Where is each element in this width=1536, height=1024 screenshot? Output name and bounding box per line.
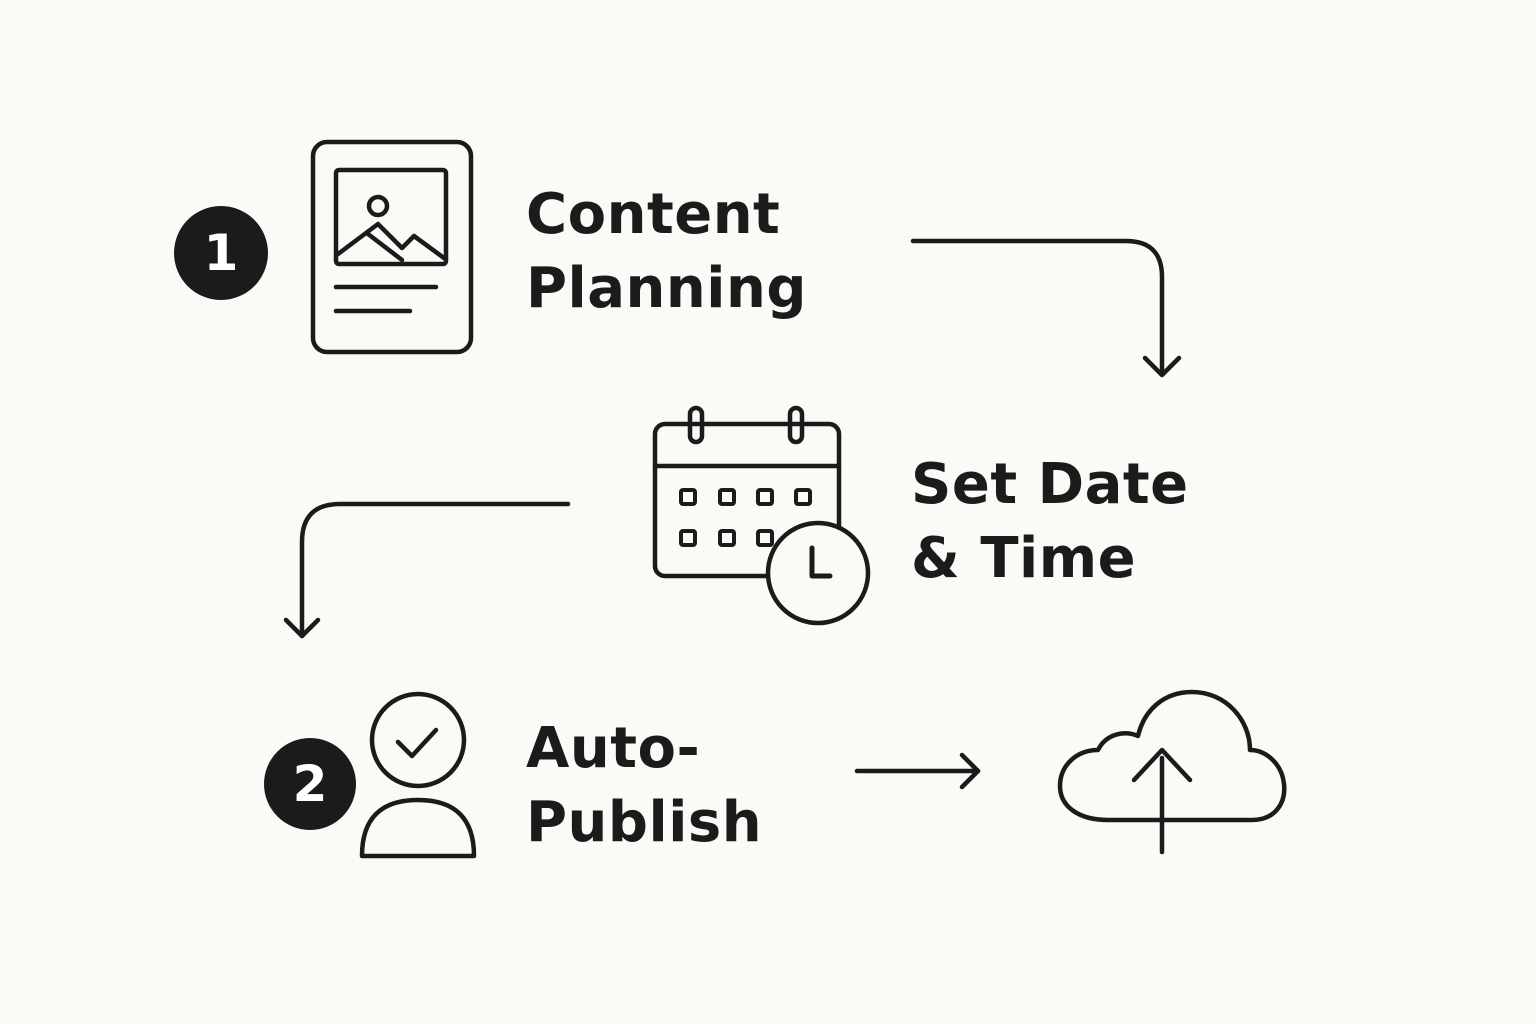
arrowhead-down-right-icon	[1142, 355, 1182, 378]
step-badge-2: 2	[264, 738, 356, 830]
step-label-line: & Time	[911, 526, 1137, 591]
step-label-line: Publish	[526, 790, 763, 855]
arrowhead-down-left-icon	[283, 617, 321, 639]
step-label-content-planning: Content Planning	[526, 178, 807, 326]
step-label-line: Auto-	[526, 716, 701, 781]
step-label-line: Set Date	[911, 452, 1189, 517]
connector-schedule-to-publish	[299, 501, 571, 639]
step-badge-1: 1	[174, 206, 268, 300]
step-label-line: Content	[526, 182, 781, 247]
user-check-icon	[359, 691, 477, 859]
step-label-set-date-time: Set Date & Time	[911, 448, 1189, 596]
cloud-upload-icon	[1057, 689, 1287, 855]
step-label-line: Planning	[526, 256, 807, 321]
arrowhead-right-icon	[959, 752, 981, 790]
calendar-clock-icon	[652, 405, 871, 626]
document-image-icon	[310, 139, 474, 355]
connector-planning-to-schedule	[910, 238, 1165, 376]
step-label-auto-publish: Auto- Publish	[526, 712, 762, 860]
